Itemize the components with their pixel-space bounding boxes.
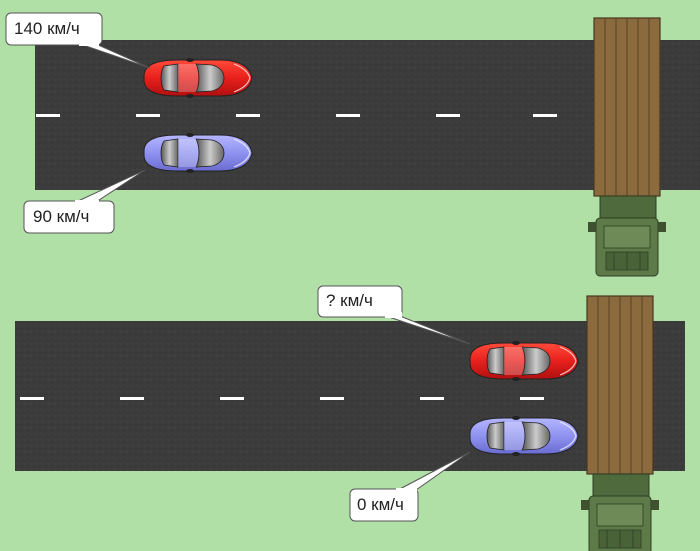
bottom-truck (580, 295, 660, 551)
bottom-red-car-speed-label: ? км/ч (326, 291, 373, 310)
bottom-red-car (469, 340, 579, 382)
bottom-blue-car (469, 415, 579, 457)
top-scene (5, 12, 700, 277)
top-lane-markings (36, 114, 557, 117)
speech-bubble-unknown (317, 285, 471, 345)
bottom-blue-car-speed-label: 0 км/ч (357, 495, 404, 514)
top-blue-car (143, 132, 253, 174)
top-red-car (143, 57, 253, 99)
bottom-lane-markings (20, 397, 544, 400)
speech-bubble-140 (5, 12, 151, 69)
bottom-road (15, 321, 685, 471)
speech-bubble-0 (349, 451, 471, 522)
top-blue-car-speed-label: 90 км/ч (33, 207, 90, 226)
top-truck (587, 17, 667, 277)
bottom-scene (15, 285, 685, 551)
speech-bubble-90 (23, 169, 146, 234)
top-red-car-speed-label: 140 км/ч (14, 19, 80, 38)
